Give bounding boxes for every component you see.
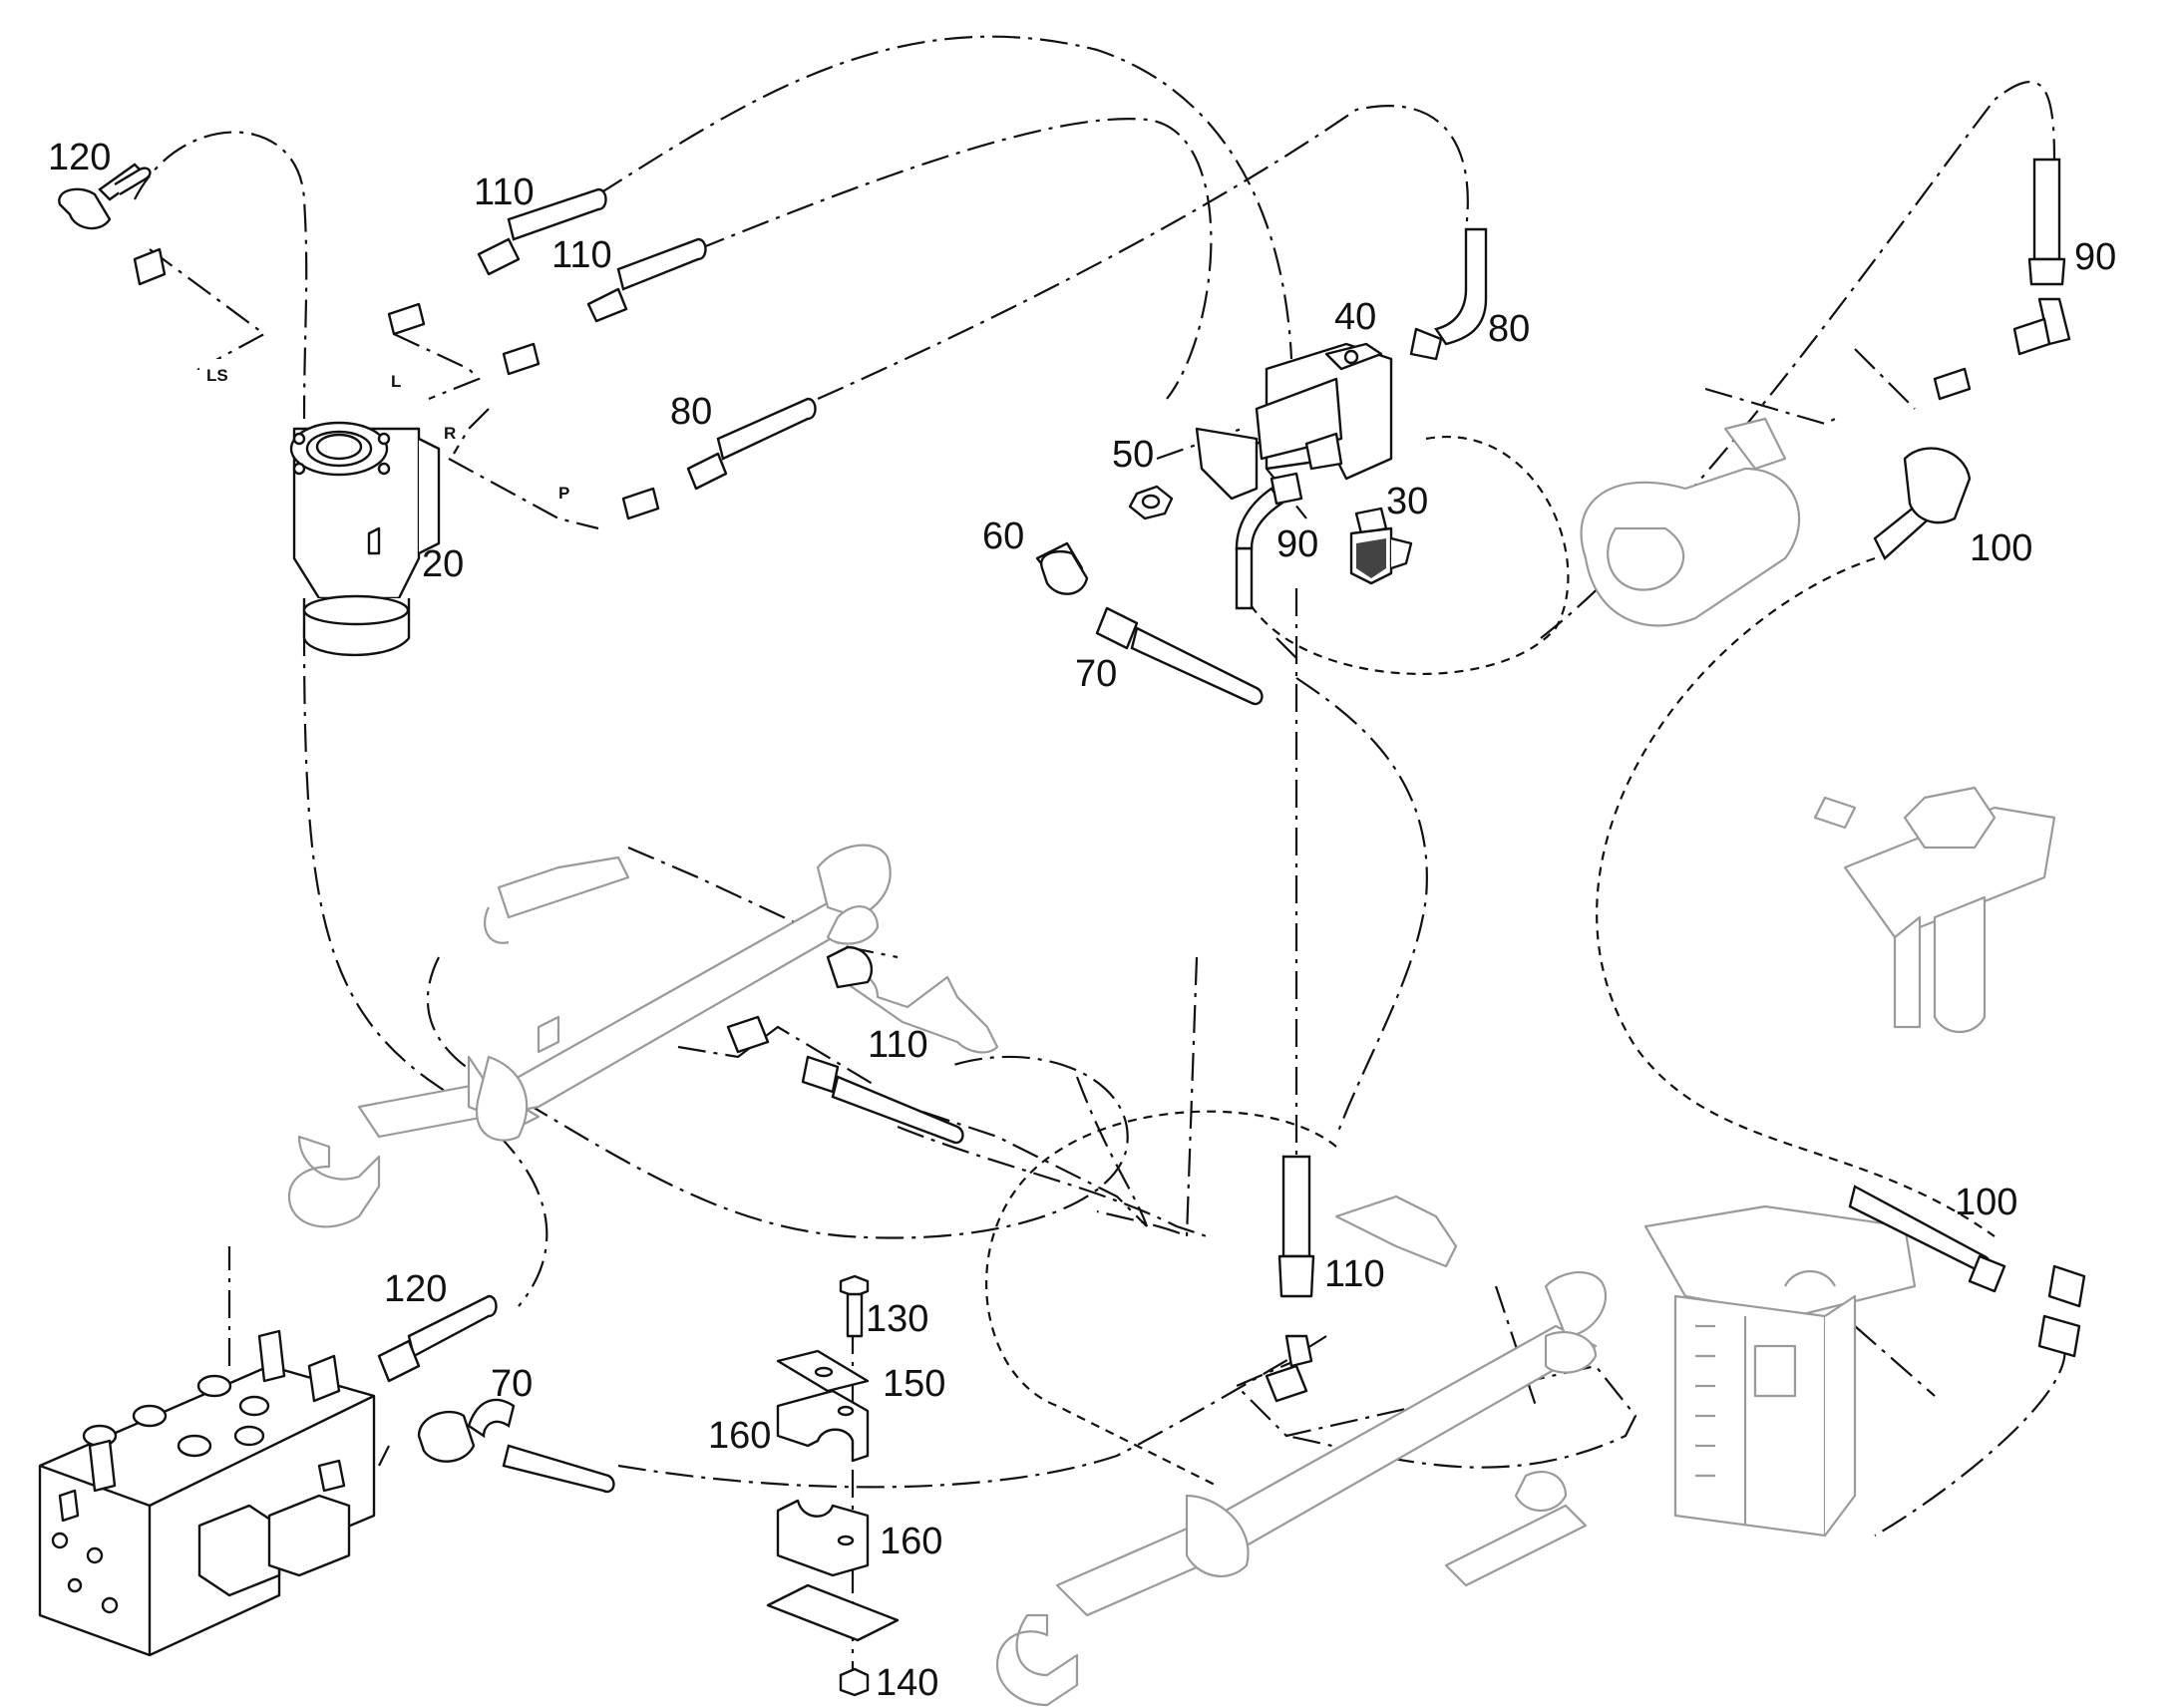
filter-housing bbox=[1580, 417, 1801, 627]
nut-50 bbox=[1128, 485, 1174, 520]
callout-100-upper: 100 bbox=[1970, 527, 2032, 569]
callout-110-upper-b: 110 bbox=[551, 234, 612, 276]
callout-30: 30 bbox=[1386, 481, 1428, 522]
hose-100-upper bbox=[1873, 367, 1972, 560]
hose-100-lower bbox=[1848, 1185, 2086, 1358]
callout-70-middle: 70 bbox=[1075, 653, 1117, 695]
port-label-r: R bbox=[444, 424, 456, 443]
port-labels: LS L R P bbox=[199, 359, 569, 503]
elbow-60 bbox=[1035, 541, 1089, 595]
bolt-130 bbox=[839, 1274, 870, 1338]
hose-120-lower bbox=[377, 1294, 498, 1383]
valve-block-40 bbox=[1255, 342, 1393, 481]
nut-140 bbox=[839, 1667, 870, 1697]
base-plate bbox=[766, 1583, 900, 1642]
clamp-160-lower bbox=[776, 1499, 870, 1577]
callout-90-right: 90 bbox=[2074, 236, 2116, 278]
bracket-plate bbox=[1195, 427, 1259, 501]
callout-50: 50 bbox=[1112, 434, 1154, 476]
hose-80-right bbox=[1409, 227, 1488, 361]
hose-110-vertical bbox=[1265, 1155, 1315, 1403]
hose-80-left bbox=[621, 397, 817, 520]
hose-90-middle bbox=[1235, 472, 1303, 610]
hose-110-top-b bbox=[502, 237, 707, 376]
callout-labels: 120 110 110 80 20 40 80 50 60 30 90 70 9… bbox=[48, 137, 2116, 1704]
steering-cylinder-upper bbox=[287, 844, 999, 1228]
hose-120-upper bbox=[58, 163, 167, 286]
callout-80-right: 80 bbox=[1488, 308, 1530, 350]
callout-160-lower: 160 bbox=[880, 1521, 942, 1562]
callout-60: 60 bbox=[982, 515, 1024, 557]
callout-110-lower: 110 bbox=[1324, 1253, 1385, 1295]
port-label-p: P bbox=[558, 484, 569, 503]
callout-110-middle: 110 bbox=[868, 1024, 928, 1066]
callout-130: 130 bbox=[866, 1298, 928, 1340]
callout-120-upper: 120 bbox=[48, 137, 111, 178]
callout-140: 140 bbox=[876, 1662, 938, 1704]
callout-120-lower: 120 bbox=[384, 1268, 447, 1310]
pressure-sensor-30 bbox=[1349, 507, 1413, 585]
hose-70-lower bbox=[417, 1398, 615, 1494]
port-label-ls: LS bbox=[206, 366, 228, 385]
plate-150 bbox=[776, 1349, 870, 1393]
oil-reservoir bbox=[1813, 786, 2056, 1033]
callout-20: 20 bbox=[422, 543, 464, 585]
callout-100-lower: 100 bbox=[1955, 1182, 2017, 1223]
callout-70-lower: 70 bbox=[491, 1363, 533, 1405]
hose-110-top-a bbox=[387, 187, 607, 336]
callout-150: 150 bbox=[883, 1363, 945, 1405]
hose-70-middle bbox=[1095, 606, 1264, 706]
callout-90-middle: 90 bbox=[1276, 523, 1318, 565]
port-label-l: L bbox=[391, 372, 401, 391]
control-valve-frame bbox=[1643, 1204, 1917, 1537]
control-valve-block bbox=[38, 1329, 376, 1657]
callout-160-upper: 160 bbox=[708, 1415, 771, 1457]
steering-unit-20 bbox=[289, 421, 441, 657]
hose-110-lower-left bbox=[726, 945, 964, 1145]
steering-cylinder-lower bbox=[995, 1195, 1608, 1707]
callout-40: 40 bbox=[1334, 296, 1376, 338]
callout-110-upper-a: 110 bbox=[474, 171, 535, 213]
clamp-160-upper bbox=[776, 1389, 870, 1463]
hose-90-right bbox=[2012, 158, 2071, 356]
callout-80-left: 80 bbox=[670, 391, 712, 433]
